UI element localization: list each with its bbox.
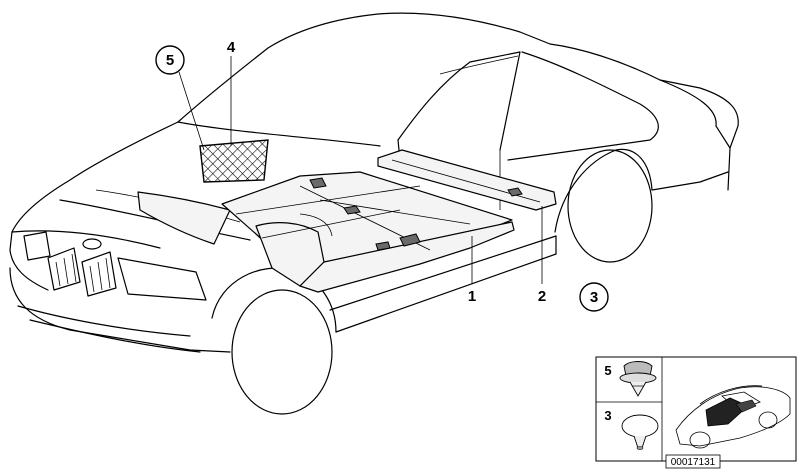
part-4-net [199, 139, 269, 183]
callout-3: 3 [579, 282, 609, 312]
callout-3-label: 3 [590, 289, 598, 306]
part-2-rail-trim [377, 149, 557, 211]
callout-2-label: 2 [538, 288, 546, 305]
legend-item-3-label: 3 [604, 408, 611, 423]
push-rivet-icon [621, 414, 659, 450]
callout-5-label: 5 [166, 52, 174, 69]
car-thumbnail-icon [675, 385, 791, 449]
leader-lines [178, 56, 543, 284]
legend-box: 5 3 [595, 356, 797, 462]
image-code-label: 00017131 [671, 457, 716, 468]
clip-icon [619, 361, 657, 397]
callout-5: 5 [155, 45, 185, 75]
legend-item-5-label: 5 [604, 363, 611, 378]
callout-1-label: 1 [468, 288, 476, 305]
callout-4-label: 4 [227, 39, 236, 56]
image-code-box: 00017131 [665, 454, 721, 469]
part-1-floor-carpet [137, 171, 515, 293]
